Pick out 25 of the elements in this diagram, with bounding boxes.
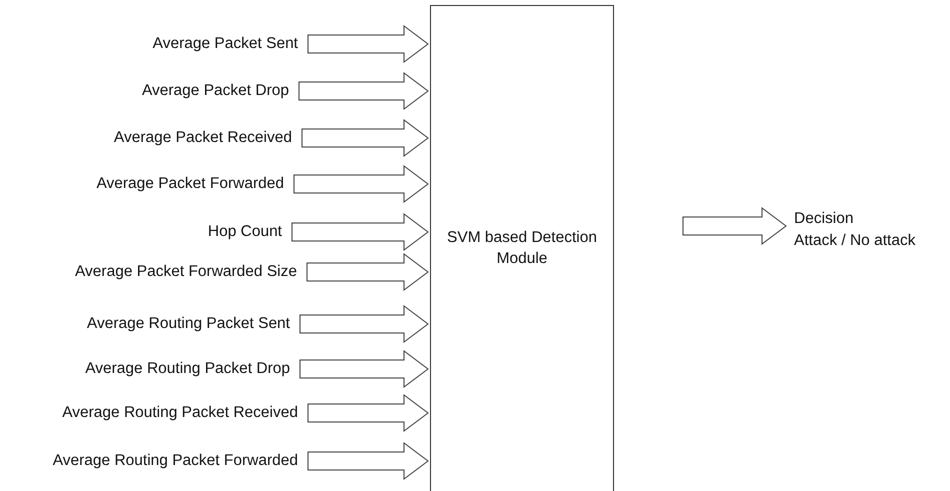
block-arrow xyxy=(300,350,429,388)
input-feature-label: Average Routing Packet Received xyxy=(62,404,298,422)
input-feature-label: Average Routing Packet Drop xyxy=(85,360,290,378)
block-arrow xyxy=(294,165,429,203)
module-label: SVM based Detection Module xyxy=(446,228,598,269)
module-box xyxy=(430,5,614,491)
block-arrow xyxy=(308,394,429,432)
block-arrow xyxy=(682,207,787,245)
input-feature-label: Average Packet Received xyxy=(114,129,292,147)
block-arrow xyxy=(308,25,429,63)
input-feature-label: Average Routing Packet Sent xyxy=(86,315,290,333)
output-label: Decision xyxy=(794,209,854,230)
output-label: Attack / No attack xyxy=(794,231,916,251)
block-arrow xyxy=(306,253,429,291)
input-feature-label: Average Packet Forwarded xyxy=(96,175,284,193)
input-feature-label: Average Packet Forwarded Size xyxy=(75,263,297,281)
input-feature-label: Average Packet Drop xyxy=(142,82,289,100)
block-arrow xyxy=(302,119,429,157)
input-feature-label: Hop Count xyxy=(208,223,282,241)
block-arrow xyxy=(300,305,429,343)
block-arrow xyxy=(308,442,429,480)
block-arrow xyxy=(298,72,429,110)
block-arrow xyxy=(292,213,429,251)
input-feature-label: Average Routing Packet Forwarded xyxy=(52,452,298,470)
input-feature-label: Average Packet Sent xyxy=(152,35,298,53)
